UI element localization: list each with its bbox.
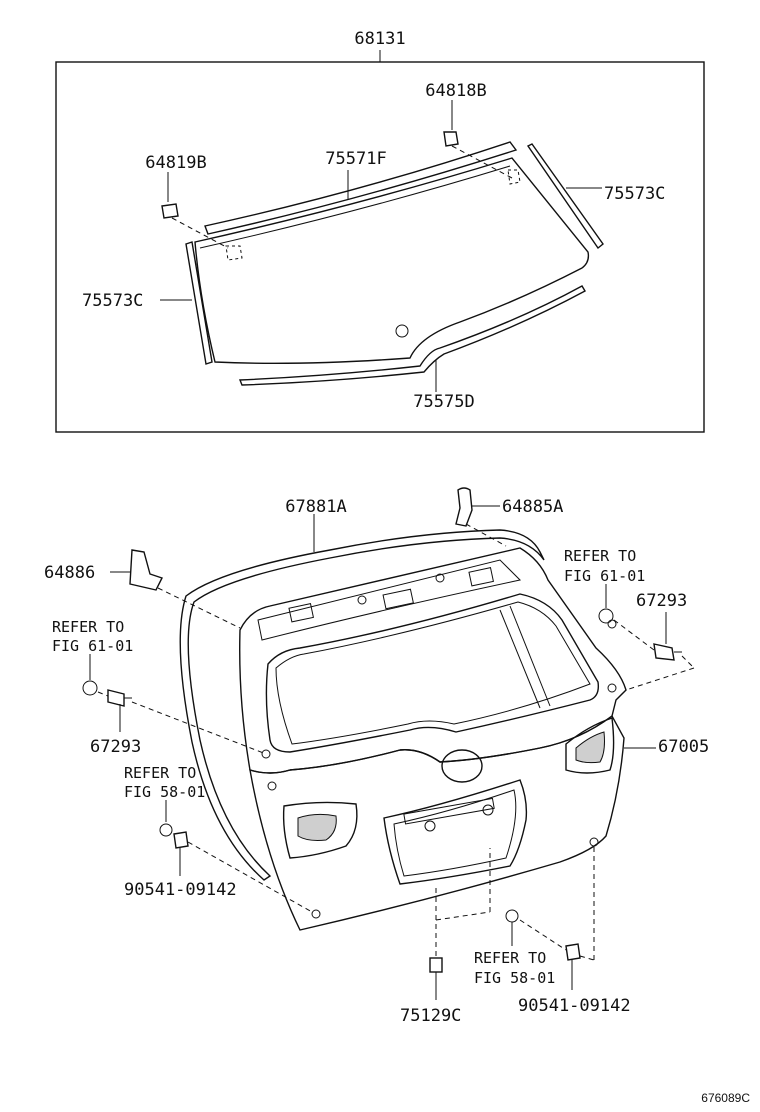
label-refer-left-1: REFER TO <box>52 618 124 636</box>
license-plate-recess <box>383 779 528 885</box>
stopper-left <box>107 689 125 707</box>
cushion-left <box>173 831 189 849</box>
cushion-grommet-right <box>505 909 519 923</box>
hinge-right <box>455 487 473 527</box>
stopper-right <box>653 643 675 661</box>
weatherstrip <box>179 529 545 881</box>
label-cushion-left: 90541-09142 <box>124 880 237 900</box>
label-hinge-left: 64886 <box>44 563 95 583</box>
clip-left <box>161 203 179 219</box>
cushion-right <box>565 943 581 961</box>
plate-clip <box>429 957 443 973</box>
label-molding-bottom: 75575D <box>413 392 474 412</box>
clip-right <box>443 131 459 147</box>
right-side-molding <box>526 143 604 250</box>
label-molding-side-right: 75573C <box>604 184 665 204</box>
door-lower-panel <box>249 714 625 931</box>
label-hinge-right: 64885A <box>502 497 563 517</box>
label-cushion-right: 90541-09142 <box>518 996 631 1016</box>
hinge-left <box>129 549 163 591</box>
label-stopper-left: 67293 <box>90 737 141 757</box>
label-molding-side-left: 75573C <box>82 291 143 311</box>
label-refer-right-2: FIG 61-01 <box>564 567 645 585</box>
top-molding <box>204 141 518 235</box>
label-weatherstrip: 67881A <box>285 497 346 517</box>
back-window-glass <box>194 157 590 365</box>
emblem <box>441 749 483 783</box>
cushion-grommet-left <box>159 823 173 837</box>
right-lamp-opening <box>565 717 615 774</box>
label-clip-left: 64819B <box>145 153 206 173</box>
door-window-opening <box>265 593 600 753</box>
left-lamp-opening <box>282 801 358 859</box>
label-back-door-panel: 67005 <box>658 737 709 757</box>
glass-hole <box>395 324 409 338</box>
grommet-right <box>598 608 614 624</box>
label-clip-right: 64818B <box>425 81 486 101</box>
label-refer-58-left-2: FIG 58-01 <box>124 783 205 801</box>
label-stopper-right: 67293 <box>636 591 687 611</box>
grommet-left <box>82 680 98 696</box>
label-plate-clip: 75129C <box>400 1006 461 1026</box>
bottom-molding <box>238 285 586 386</box>
left-side-molding <box>185 241 213 365</box>
label-molding-top: 75571F <box>325 149 386 169</box>
figure-code: 676089C <box>701 1091 750 1105</box>
door-section: 67881A 64885A 64886 REFER TO FIG 61-01 6… <box>44 487 709 1026</box>
label-refer-58-right-1: REFER TO <box>474 949 546 967</box>
label-refer-58-left-1: REFER TO <box>124 764 196 782</box>
label-refer-58-right-2: FIG 58-01 <box>474 969 555 987</box>
label-refer-left-2: FIG 61-01 <box>52 637 133 655</box>
label-glass-assembly: 68131 <box>354 29 405 49</box>
label-refer-right-1: REFER TO <box>564 547 636 565</box>
glass-section: 68131 64818B 64819B 75571F 75573C 75573C… <box>55 29 705 433</box>
